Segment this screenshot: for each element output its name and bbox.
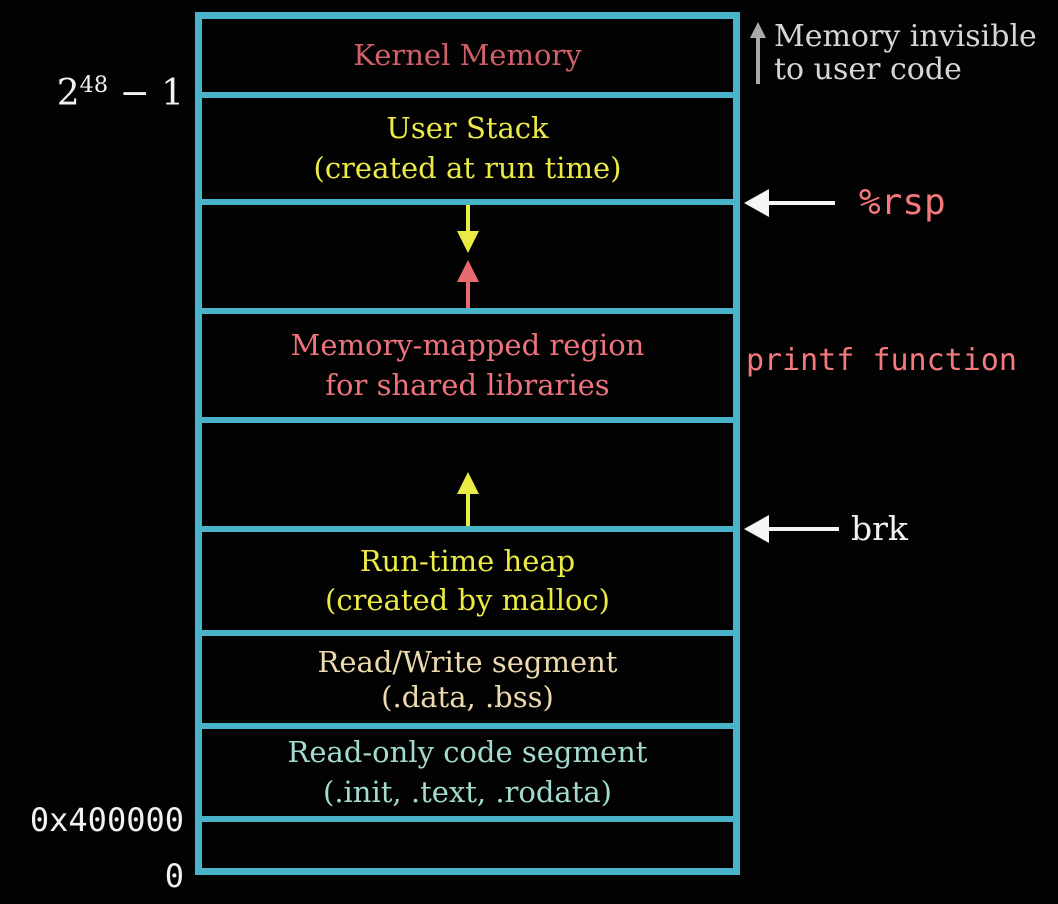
segment-memory-mapped: Memory-mapped region for shared librarie… bbox=[202, 314, 733, 423]
segment-sublabel: (created by malloc) bbox=[325, 583, 610, 617]
segment-sublabel: (.init, .text, .rodata) bbox=[323, 774, 612, 809]
segment-read-write: Read/Write segment (.data, .bss) bbox=[202, 636, 733, 729]
memory-invisible-line1: Memory invisible bbox=[774, 19, 1037, 54]
segment-sublabel: (.data, .bss) bbox=[381, 679, 554, 714]
heap-grows-up-arrow-icon bbox=[456, 472, 479, 526]
address-label-code-start: 0x400000 bbox=[29, 801, 184, 839]
brk-annotation: brk bbox=[744, 509, 908, 548]
segment-label: User Stack bbox=[386, 111, 549, 146]
segment-label: Memory-mapped region bbox=[290, 328, 645, 363]
address-label-zero: 0 bbox=[164, 857, 184, 895]
memory-invisible-text: Memory invisible to user code bbox=[774, 20, 1037, 86]
address-max-suffix: − 1 bbox=[108, 73, 184, 114]
segment-read-only: Read-only code segment (.init, .text, .r… bbox=[202, 729, 733, 822]
memory-invisible-line2: to user code bbox=[774, 52, 962, 87]
address-max-base: 2 bbox=[56, 73, 80, 114]
segment-stack-growth-gap bbox=[202, 205, 733, 314]
up-arrow-icon bbox=[750, 22, 766, 84]
mmap-grows-up-arrow-icon bbox=[456, 260, 479, 308]
address-max-exponent: 48 bbox=[79, 72, 109, 98]
memory-invisible-annotation: Memory invisible to user code bbox=[750, 20, 1037, 86]
printf-function-label: printf function bbox=[746, 343, 1017, 378]
left-arrow-icon bbox=[744, 188, 835, 217]
segment-heap-growth-gap bbox=[202, 423, 733, 532]
memory-box-column: Kernel Memory User Stack (created at run… bbox=[195, 12, 740, 875]
rsp-annotation: %rsp bbox=[744, 182, 946, 223]
segment-runtime-heap: Run-time heap (created by malloc) bbox=[202, 532, 733, 636]
address-label-max: 248 − 1 bbox=[0, 72, 184, 114]
segment-label: Run-time heap bbox=[359, 543, 576, 578]
left-arrow-icon bbox=[744, 514, 839, 543]
segment-kernel-memory: Kernel Memory bbox=[202, 19, 733, 98]
rsp-label: %rsp bbox=[859, 182, 946, 223]
segment-label: Read-only code segment bbox=[287, 735, 648, 770]
segment-label: Kernel Memory bbox=[353, 37, 582, 72]
brk-label: brk bbox=[851, 509, 908, 548]
segment-user-stack: User Stack (created at run time) bbox=[202, 98, 733, 205]
segment-label: Read/Write segment bbox=[317, 645, 618, 680]
segment-sublabel: for shared libraries bbox=[325, 367, 610, 402]
segment-sublabel: (created at run time) bbox=[313, 150, 622, 185]
stack-grows-down-arrow-icon bbox=[456, 205, 479, 253]
segment-bottom-gap bbox=[202, 822, 733, 868]
